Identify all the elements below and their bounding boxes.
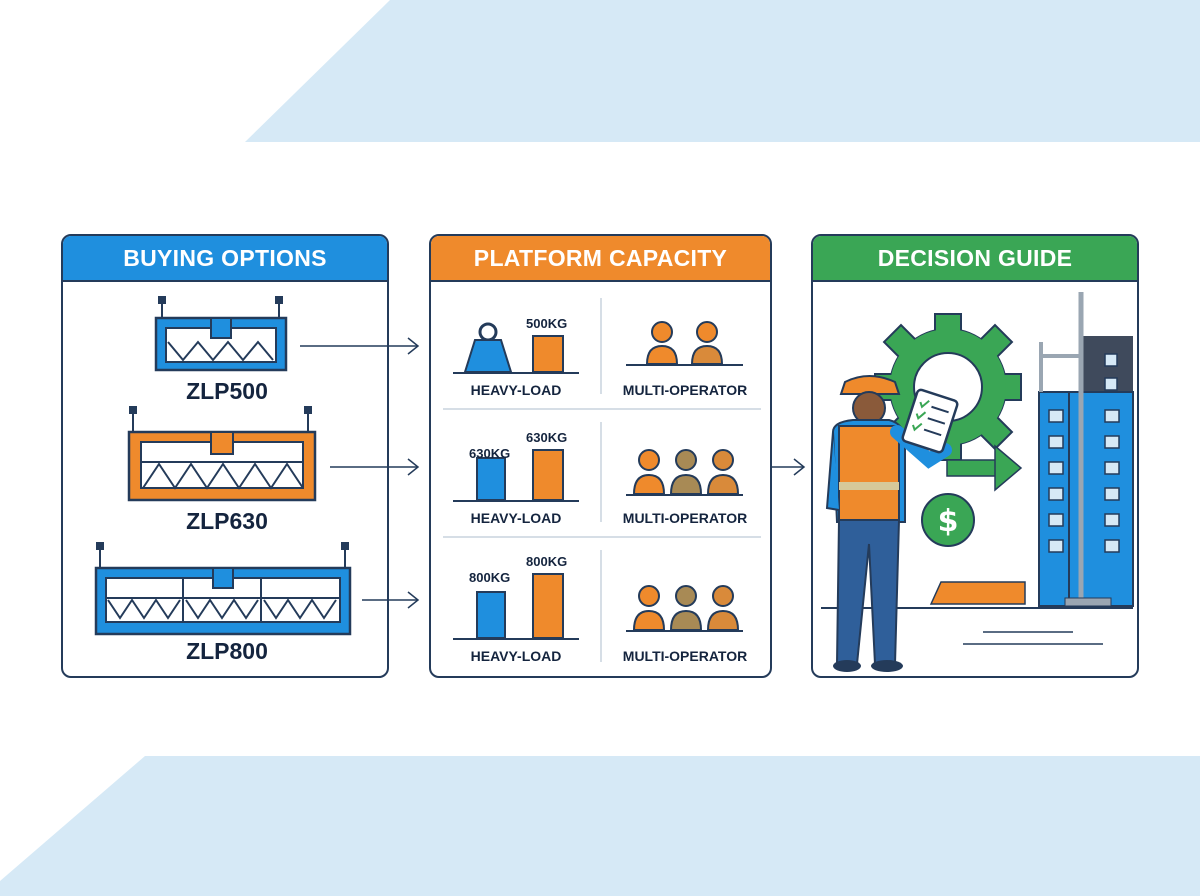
clipboard-icon (901, 388, 959, 454)
capacity-illustration (443, 298, 761, 662)
caption-multi-operator-row1: MULTI-OPERATOR (622, 382, 748, 398)
people-icon-row1 (645, 321, 724, 365)
weight-icon (463, 322, 513, 373)
arrow-right-icon (946, 444, 1023, 492)
caption-heavy-load-row2: HEAVY-LOAD (470, 510, 562, 526)
capacity-value-row3-right: 800KG (526, 554, 568, 569)
capacity-value-row1-right: 500KG (526, 316, 568, 331)
capacity-bar-row2-left (476, 457, 506, 501)
buying-options-panel: BUYING OPTIONS (61, 234, 389, 678)
caption-heavy-load-row1: HEAVY-LOAD (470, 382, 562, 398)
capacity-bar-row3-left (476, 591, 506, 639)
people-icon-row2 (632, 449, 740, 495)
zlp500-platform-icon (154, 296, 288, 372)
capacity-value-row2-right: 630KG (526, 430, 568, 445)
dollar-symbol: $ (938, 504, 959, 539)
top-background-band (245, 0, 1200, 142)
model-label-zlp630: ZLP630 (186, 508, 268, 534)
people-icon-row3 (632, 585, 740, 631)
capacity-bar-row1 (532, 335, 564, 373)
model-label-zlp500: ZLP500 (186, 378, 268, 404)
decision-guide-panel: DECISION GUIDE (811, 234, 1139, 678)
bottom-background-band (0, 756, 1200, 896)
arrow-to-decision (772, 458, 806, 476)
caption-heavy-load-row3: HEAVY-LOAD (470, 648, 562, 664)
caption-multi-operator-row3: MULTI-OPERATOR (622, 648, 748, 664)
bricks-icon (929, 581, 1026, 605)
decision-guide-title: DECISION GUIDE (813, 236, 1137, 282)
zlp630-platform-icon (127, 406, 317, 502)
buying-options-title: BUYING OPTIONS (63, 236, 387, 282)
caption-multi-operator-row2: MULTI-OPERATOR (622, 510, 748, 526)
zlp800-platform-icon (94, 542, 352, 636)
platform-capacity-title: PLATFORM CAPACITY (431, 236, 770, 282)
capacity-bar-row3-right (532, 573, 564, 639)
platforms-illustration (94, 296, 352, 636)
capacity-value-row2-left: 630KG (469, 446, 511, 461)
model-label-zlp800: ZLP800 (186, 638, 268, 664)
building-icon (1038, 292, 1134, 607)
capacity-value-row3-left: 800KG (469, 570, 511, 585)
dollar-icon: $ (921, 493, 975, 547)
decision-illustration: $ (821, 292, 1134, 672)
platform-capacity-panel: PLATFORM CAPACITY (429, 234, 772, 678)
worker-icon (825, 375, 952, 672)
capacity-bar-row2-right (532, 449, 564, 501)
